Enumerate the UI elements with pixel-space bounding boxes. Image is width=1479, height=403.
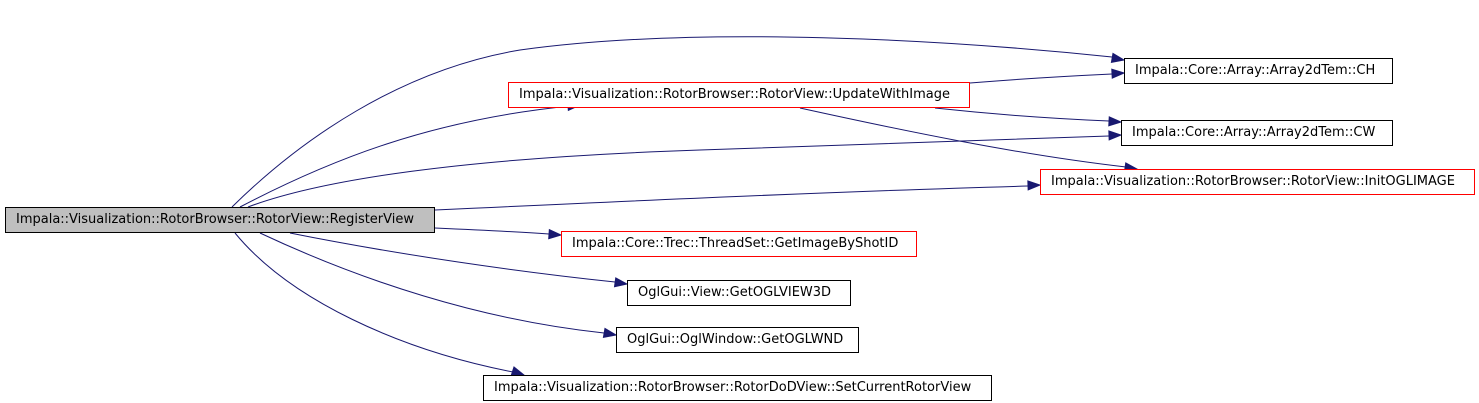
arrowhead xyxy=(1111,68,1126,79)
edge-update-with-image-to-array-cw xyxy=(934,107,1123,127)
edge-register-view-to-set-current-rotor-view xyxy=(234,232,526,377)
edge-register-view-to-array-ch xyxy=(231,36,1126,208)
node-update-with-image[interactable]: Impala::Visualization::RotorBrowser::Rot… xyxy=(508,82,970,108)
edge-register-view-to-update-with-image xyxy=(239,100,582,208)
edge-register-view-to-get-oglview3d xyxy=(289,232,629,288)
node-init-oglimage[interactable]: Impala::Visualization::RotorBrowser::Rot… xyxy=(1040,169,1475,195)
node-get-oglview3d[interactable]: OglGui::View::GetOGLVIEW3D xyxy=(627,280,851,306)
edge-register-view-to-get-image-by-shot-id xyxy=(434,227,563,240)
edge-register-view-to-init-ogl-image xyxy=(434,180,1042,211)
arrowhead xyxy=(602,327,618,338)
node-register-view: Impala::Visualization::RotorBrowser::Rot… xyxy=(5,207,435,233)
arrowhead xyxy=(1108,130,1123,141)
arrowhead xyxy=(548,228,563,240)
edge-register-view-to-array-cw xyxy=(247,130,1123,208)
node-array2dtem-cw[interactable]: Impala::Core::Array::Array2dTem::CW xyxy=(1121,120,1393,146)
node-get-oglwnd[interactable]: OglGui::OglWindow::GetOGLWND xyxy=(616,327,859,353)
node-get-image-by-shot-id[interactable]: Impala::Core::Trec::ThreadSet::GetImageB… xyxy=(561,231,917,257)
node-set-current-rotor-view[interactable]: Impala::Visualization::RotorBrowser::Rot… xyxy=(483,375,992,401)
arrowhead xyxy=(1108,116,1123,127)
arrowhead xyxy=(1027,180,1042,191)
edge-update-with-image-to-init-ogl-image xyxy=(799,107,1139,173)
arrowhead xyxy=(613,277,629,288)
edge-update-with-image-to-array-ch xyxy=(969,68,1126,84)
arrowhead xyxy=(1110,52,1126,63)
edge-register-view-to-get-oglwnd xyxy=(259,232,618,338)
node-array2dtem-ch[interactable]: Impala::Core::Array::Array2dTem::CH xyxy=(1124,58,1393,84)
